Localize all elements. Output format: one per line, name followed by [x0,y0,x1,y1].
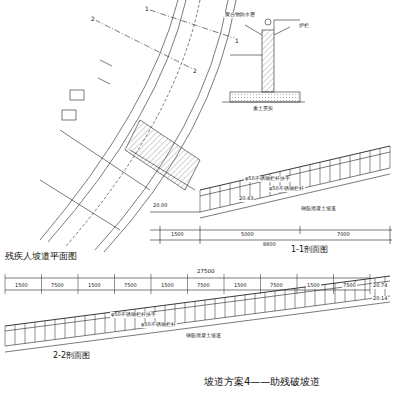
railing-post [205,300,206,320]
railing-post [380,148,381,170]
railing-post [320,162,321,184]
dimension: 1500 [170,232,185,238]
railing-post [105,313,106,333]
callout-note: 钢筋混凝土坡道 [300,206,337,212]
railing-post [330,160,331,182]
railing-post [325,284,326,304]
railing-post [230,183,231,205]
dimension: 27500 [196,268,216,274]
railing-post [365,279,366,299]
railing-post [245,295,246,315]
callout-note: 钢筋混凝土坡道 [185,333,222,339]
dimension: 1500 [233,283,248,289]
dimension: 1500 [160,283,175,289]
railing-post [85,316,86,336]
railing-post [55,320,56,340]
railing-post [333,274,334,294]
railing-post [265,292,266,312]
callout-note: φ50不锈钢栏杆扶手 [244,176,291,182]
dimension: 7000 [336,232,351,238]
dimension: 7500 [269,283,284,289]
railing-post [297,274,298,294]
railing-post [35,322,36,342]
railing-post [65,318,66,338]
railing-post [260,274,261,294]
dimension: 20.74 [372,283,388,289]
dimension: 7500 [342,283,357,289]
dimension: 20.43 [238,196,254,202]
callout-note: 聚合物防水层 [224,12,256,18]
railing-post [235,296,236,316]
railing-post [114,274,115,294]
dimension: 1500 [14,283,29,289]
view-title: 残疾人坡道平面图 [4,252,78,262]
dimension: 8600 [262,242,277,248]
view-title: 1-1剖面图 [290,246,329,255]
dimension: 2 [90,16,96,23]
railing-post [224,274,225,294]
railing-post [25,323,26,343]
section-1-1 [150,146,392,244]
railing-post [315,286,316,306]
railing-post [95,314,96,334]
railing-post [195,301,196,321]
dimension: 7500 [196,283,211,289]
view-title: 2-2剖面图 [52,352,91,361]
dimension: 7500 [50,283,65,289]
railing-post [5,326,6,346]
dimension: 20.14 [372,296,388,302]
railing-post [295,288,296,308]
dimension: 1500 [87,283,102,289]
railing-post [335,283,336,303]
ramp-plan [40,0,240,252]
railing-post [151,274,152,294]
railing-post [350,155,351,177]
dimension: 1 [234,38,240,45]
callout-note: φ50不锈钢栏杆 [268,186,305,192]
railing-post [210,188,211,210]
dimension: 1 [144,6,150,13]
railing-post [220,185,221,207]
railing-post [78,274,79,294]
railing-post [285,290,286,310]
railing-post [340,158,341,180]
dimension: 7500 [123,283,138,289]
dimension: 2 [192,68,198,75]
railing-post [310,165,311,187]
dimension: 20.00 [152,203,168,209]
railing-post [255,294,256,314]
railing-post [370,151,371,173]
railing-post [360,153,361,175]
railing-detail [222,19,305,102]
railing-post [185,303,186,323]
railing-post [200,190,201,212]
railing-post [45,321,46,341]
railing-post [275,291,276,311]
railing-post [41,274,42,294]
dimension: 5000 [240,232,255,238]
railing-post [175,304,176,324]
callout-note: φ50不锈钢栏杆扶手 [110,312,157,318]
railing-post [225,297,226,317]
railing-post [75,317,76,337]
dimension: 1500 [306,283,321,289]
railing-post [5,274,6,294]
railing-post [390,146,391,168]
sheet-caption: 坡道方案4——助残破坡道 [203,376,321,387]
railing-post [215,299,216,319]
railing-post [15,325,16,345]
railing-post [370,274,371,294]
callout-note: 护栏 [298,23,310,29]
callout-note: φ50不锈钢栏杆 [140,322,177,328]
section-2-2 [5,274,390,352]
railing-post [187,274,188,294]
callout-note: 素土夯实 [252,106,274,112]
